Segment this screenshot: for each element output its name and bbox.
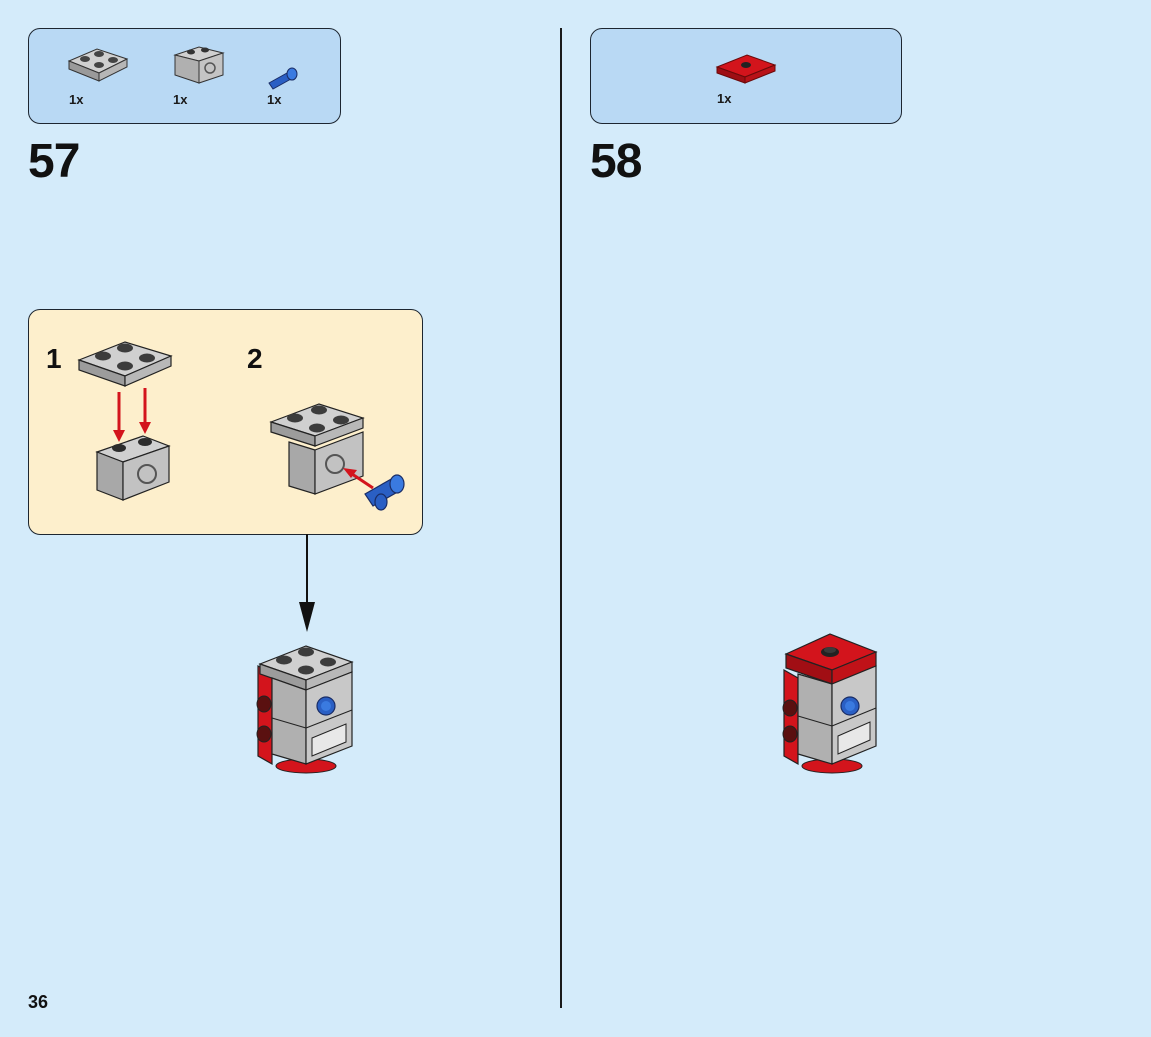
model-step-57-illustration [256,645,354,774]
step-number: 57 [28,135,80,188]
part-qty: 1x [173,92,188,107]
attach-arrow [299,534,315,632]
red-jumper-plate-2x2-icon [715,54,777,84]
page-number: 36 [28,992,49,1012]
parts-callout-step-58: 1x [590,28,902,124]
part-qty: 1x [69,92,84,107]
gray-plate-2x2-icon [67,48,129,82]
model-step-58-illustration [782,633,878,774]
blue-technic-pin-icon [268,67,298,90]
parts-callout-step-57: 1x 1x 1x [28,28,341,124]
substep-2-illustration [269,403,405,511]
substep-number: 1 [46,343,62,374]
part-qty: 1x [267,92,282,107]
substep-number: 2 [247,343,263,374]
sub-assembly-callout: 1 2 [28,309,423,535]
gray-technic-brick-1x2-icon [173,46,225,84]
substep-1-illustration [77,341,173,501]
part-qty: 1x [717,91,732,106]
page-divider [560,28,562,1008]
step-number: 58 [590,135,642,188]
